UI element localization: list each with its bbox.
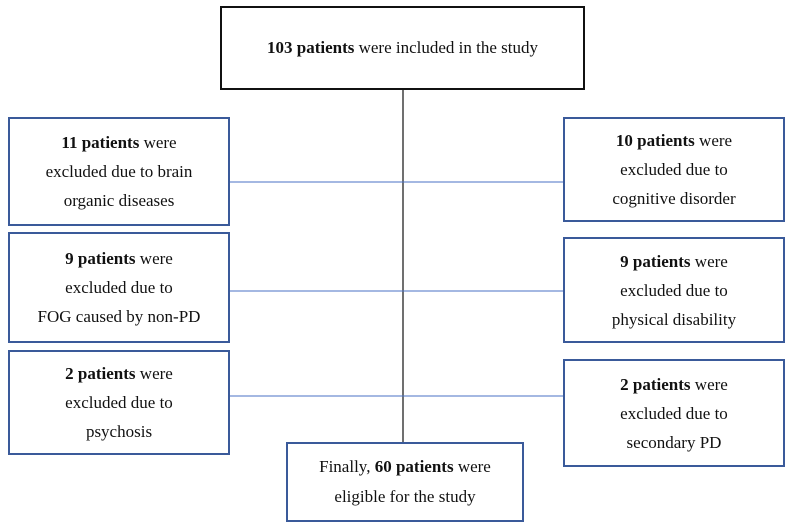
final-eligible-box: Finally, 60 patients were eligible for t… — [286, 442, 524, 522]
exclusion-heading: 9 patients were — [65, 244, 173, 273]
exclusion-heading: 2 patients were — [65, 359, 173, 388]
enrollment-rest: were included in the study — [354, 38, 539, 57]
exclusion-box-psychosis: 2 patients were excluded due to psychosi… — [8, 350, 230, 455]
exclusion-verb: were — [135, 364, 173, 383]
exclusion-verb: were — [694, 131, 733, 150]
exclusion-line: secondary PD — [626, 432, 722, 452]
exclusion-count: 10 patients — [615, 131, 695, 150]
exclusion-line: organic diseases — [63, 191, 175, 210]
exclusion-box-secondary-pd: 2 patients were excluded due to secondar… — [563, 359, 785, 467]
exclusion-line: cognitive disorder — [612, 189, 736, 208]
exclusion-count: 2 patients — [620, 374, 691, 394]
exclusion-verb: were — [690, 374, 728, 394]
exclusion-line: excluded due to — [65, 393, 173, 412]
exclusion-line: psychosis — [85, 422, 153, 441]
exclusion-box-physical-disability: 9 patients were excluded due to physical… — [563, 237, 785, 343]
exclusion-line: excluded due to — [620, 403, 728, 423]
enrollment-box: 103 patients were included in the study — [220, 6, 585, 90]
exclusion-box-brain-organic: 11 patients were excluded due to brain o… — [8, 117, 230, 226]
exclusion-heading: 2 patients were — [620, 370, 728, 399]
exclusion-count: 2 patients — [65, 364, 136, 383]
exclusion-line: excluded due to brain — [45, 162, 193, 181]
exclusion-verb: were — [135, 249, 173, 268]
final-line-2: eligible for the study — [334, 487, 476, 506]
exclusion-box-fog-non-pd: 9 patients were excluded due to FOG caus… — [8, 232, 230, 343]
enrollment-count: 103 patients — [266, 38, 355, 57]
enrollment-text: 103 patients were included in the study — [267, 32, 538, 64]
exclusion-heading: 9 patients were — [620, 247, 728, 276]
exclusion-line: FOG caused by non-PD — [37, 307, 201, 326]
exclusion-line: physical disability — [611, 309, 737, 329]
exclusion-heading: 10 patients were — [616, 126, 732, 155]
final-prefix: Finally, — [319, 457, 375, 476]
exclusion-line: excluded due to — [65, 278, 173, 297]
exclusion-count: 11 patients — [61, 133, 140, 152]
exclusion-verb: were — [690, 251, 728, 271]
exclusion-count: 9 patients — [65, 249, 136, 268]
exclusion-count: 9 patients — [620, 251, 691, 271]
exclusion-line: excluded due to — [620, 280, 728, 300]
final-count: 60 patients — [374, 457, 454, 476]
exclusion-line: excluded due to — [620, 160, 728, 179]
exclusion-heading: 11 patients were — [61, 128, 176, 157]
exclusion-box-cognitive-disorder: 10 patients were excluded due to cogniti… — [563, 117, 785, 222]
final-suffix: were — [453, 457, 491, 476]
exclusion-verb: were — [139, 133, 177, 152]
final-line-1: Finally, 60 patients were — [319, 452, 491, 482]
